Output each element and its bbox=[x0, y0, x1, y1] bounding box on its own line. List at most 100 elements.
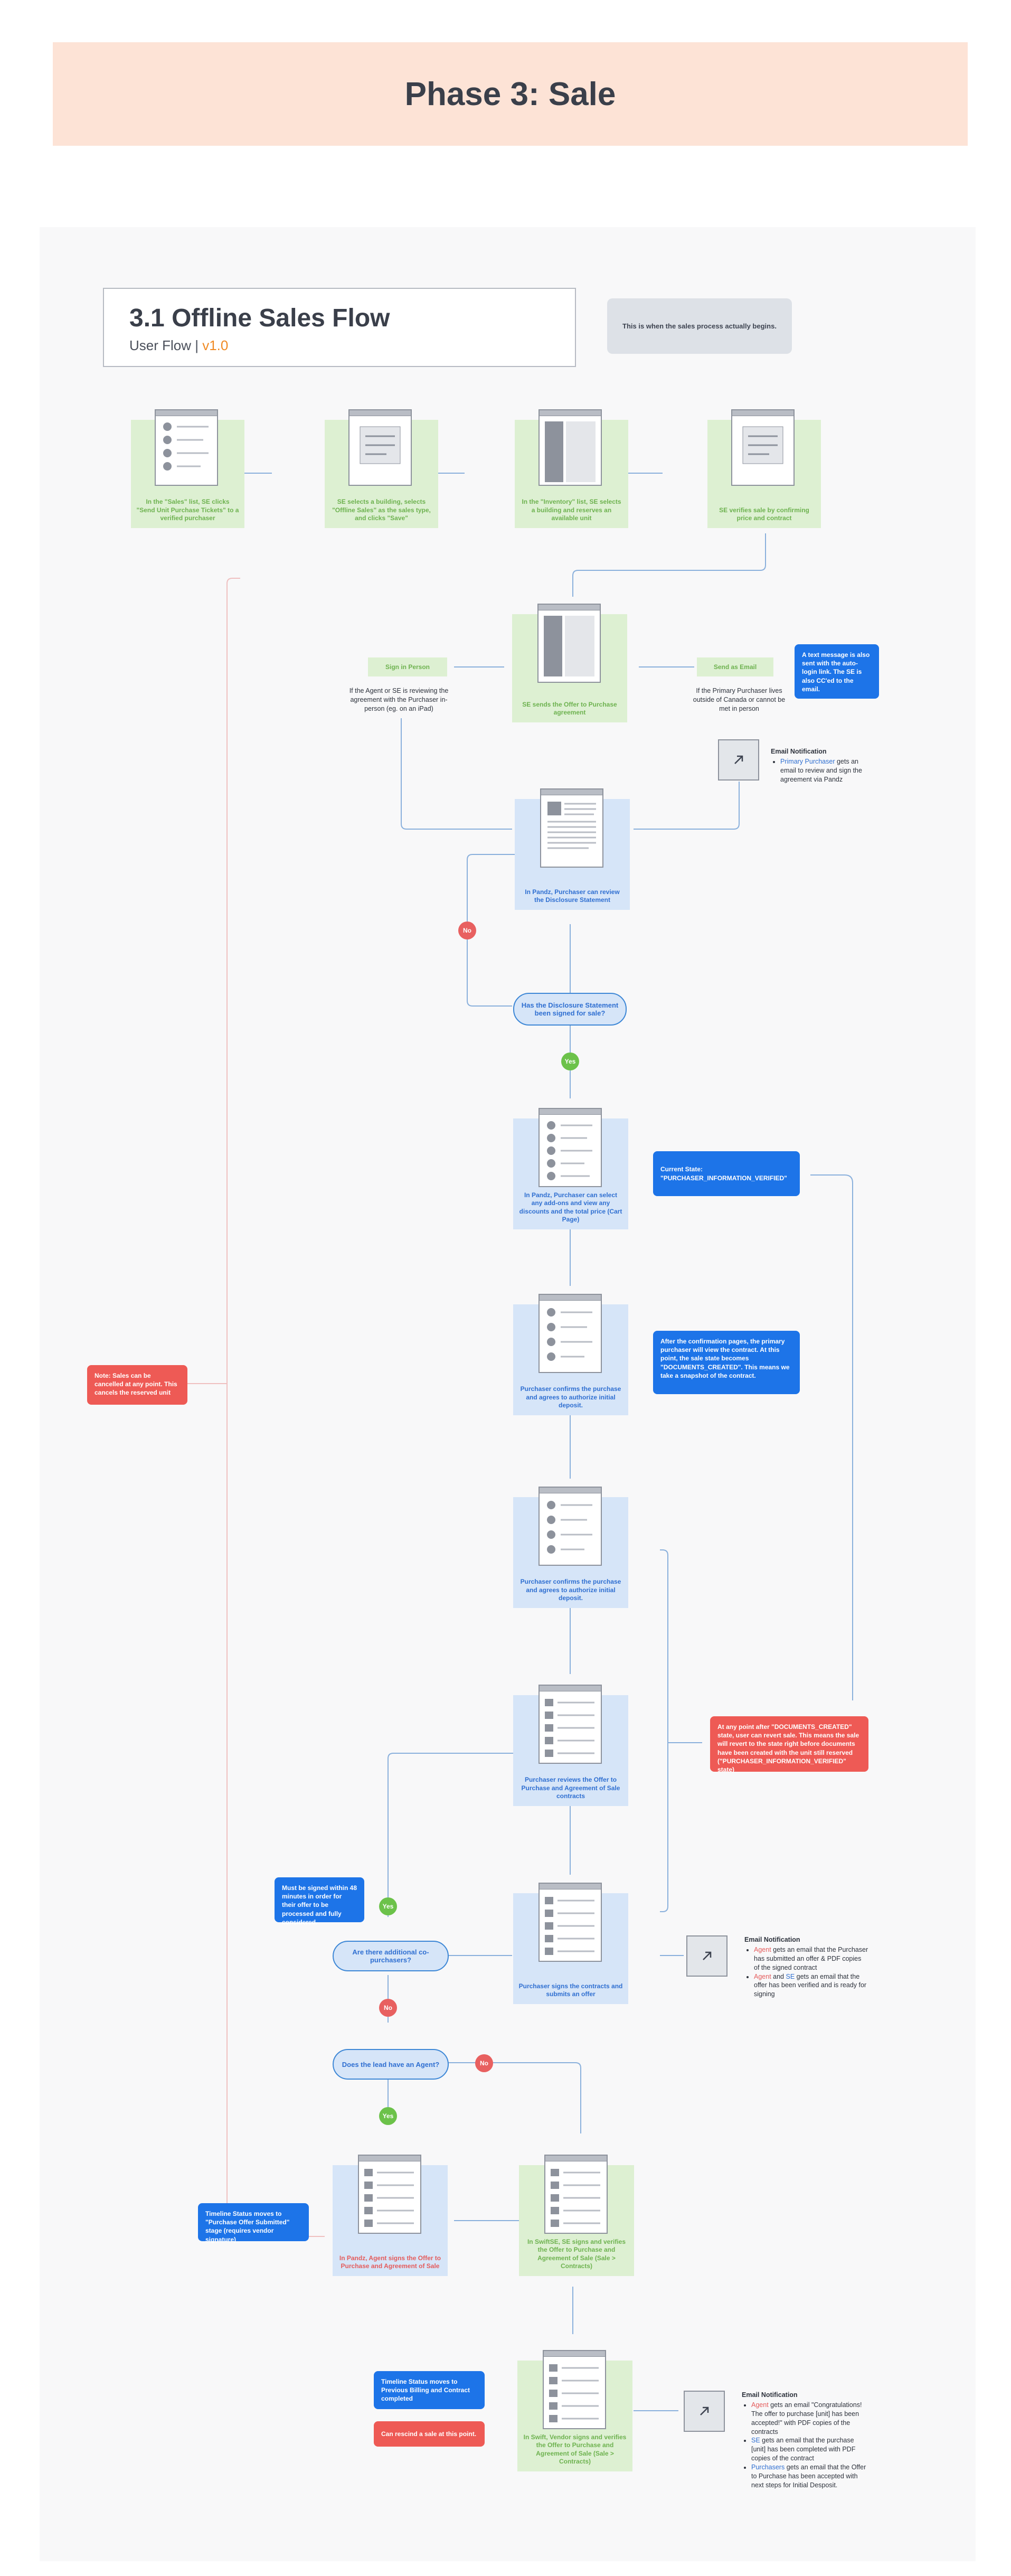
step-se-signs: In SwiftSE, SE signs and verifies the Of… bbox=[519, 2155, 634, 2276]
no-badge: No bbox=[475, 2054, 493, 2072]
no-badge: No bbox=[379, 1999, 397, 2017]
step-select-building: SE selects a building, selects "Offline … bbox=[325, 409, 438, 528]
screen-icon bbox=[538, 1685, 602, 1764]
step-label: In Pandz, Purchaser can select any add-o… bbox=[519, 1191, 622, 1224]
external-link-icon bbox=[703, 1951, 712, 1960]
screen-icon bbox=[540, 788, 603, 868]
split-view-icon bbox=[544, 616, 594, 676]
signed-48-callout: Must be signed within 48 minutes in orde… bbox=[275, 1877, 364, 1926]
external-link-icon bbox=[700, 2406, 709, 2415]
list-icon bbox=[547, 1501, 592, 1554]
role-label: Agent bbox=[754, 1945, 771, 1953]
contract-list-icon bbox=[551, 2169, 600, 2227]
confirmation-callout: After the confirmation pages, the primar… bbox=[653, 1331, 800, 1394]
contract-list-icon bbox=[549, 2364, 599, 2422]
version-label: v1.0 bbox=[202, 337, 229, 353]
step-sign-contracts: Purchaser signs the contracts and submit… bbox=[513, 1883, 628, 2004]
screen-icon bbox=[731, 409, 795, 486]
screen-icon bbox=[348, 409, 412, 486]
email-notification-box bbox=[684, 2391, 725, 2432]
role-label: SE bbox=[751, 2437, 760, 2445]
contract-list-icon bbox=[545, 1699, 594, 1757]
step-vendor-signs: In Swift, Vendor signs and verifies the … bbox=[517, 2350, 632, 2471]
document-icon bbox=[547, 802, 596, 849]
step-review-contracts: Purchaser reviews the Offer to Purchase … bbox=[513, 1685, 628, 1806]
notification-text: gets an email that the purchase [unit] h… bbox=[751, 2437, 856, 2462]
current-state-callout: Current State: "PURCHASER_INFORMATION_VE… bbox=[653, 1151, 800, 1196]
notification-title: Email Notification bbox=[742, 2391, 798, 2399]
email-notification-3: Email Notification Agent gets an email "… bbox=[742, 2391, 868, 2490]
timeline-contract-callout: Timeline Status moves to Previous Billin… bbox=[374, 2371, 485, 2409]
notification-text: gets an email that the offer has been ve… bbox=[754, 1972, 867, 1998]
screen-icon bbox=[538, 409, 602, 486]
screen-icon bbox=[544, 2155, 608, 2234]
notification-text: gets an email to review and sign the agr… bbox=[780, 757, 862, 783]
screen-icon bbox=[358, 2155, 421, 2234]
yes-badge: Yes bbox=[379, 2107, 397, 2125]
step-label: In Swift, Vendor signs and verifies the … bbox=[523, 2433, 627, 2466]
no-badge: No bbox=[458, 922, 476, 939]
split-view-icon bbox=[545, 421, 596, 482]
step-agent-signs: In Pandz, Agent signs the Offer to Purch… bbox=[333, 2155, 448, 2276]
form-icon bbox=[360, 426, 401, 464]
email-notification-2: Email Notification Agent gets an email t… bbox=[744, 1935, 868, 1999]
step-send-tickets: In the "Sales" list, SE clicks "Send Uni… bbox=[131, 409, 244, 528]
contract-list-icon bbox=[545, 1897, 594, 1955]
step-label: In the "Sales" list, SE clicks "Send Uni… bbox=[136, 498, 239, 522]
screen-icon bbox=[538, 1487, 602, 1566]
cancel-note-callout: Note: Sales can be cancelled at any poin… bbox=[87, 1365, 187, 1405]
step-label: In Pandz, Agent signs the Offer to Purch… bbox=[339, 2254, 441, 2270]
step-label: Purchaser reviews the Offer to Purchase … bbox=[521, 1776, 620, 1800]
step-label: SE verifies sale by confirming price and… bbox=[719, 506, 809, 522]
notification-text: gets an email that the Offer to Purchase… bbox=[751, 2464, 866, 2489]
yes-badge: Yes bbox=[379, 1897, 397, 1915]
flow-heading: 3.1 Offline Sales Flow bbox=[129, 304, 390, 332]
step-label: In SwiftSE, SE signs and verifies the Of… bbox=[527, 2237, 626, 2270]
screen-icon bbox=[543, 2350, 606, 2429]
email-notification-box bbox=[718, 739, 759, 781]
page-title: Phase 3: Sale bbox=[404, 76, 616, 112]
flow-title-box: 3.1 Offline Sales Flow User Flow | v1.0 bbox=[103, 288, 576, 367]
step-send-offer: SE sends the Offer to Purchase agreement bbox=[512, 604, 627, 722]
notification-text: gets an email that the Purchaser has sub… bbox=[754, 1945, 868, 1971]
decision-has-agent: Does the lead have an Agent? bbox=[333, 2049, 449, 2080]
step-confirm-purchase-2: Purchaser confirms the purchase and agre… bbox=[513, 1487, 628, 1608]
external-link-icon bbox=[734, 755, 743, 764]
step-cart-page: In Pandz, Purchaser can select any add-o… bbox=[513, 1108, 628, 1229]
notification-text: gets an email "Congratulations! The offe… bbox=[751, 2401, 862, 2436]
email-notification-box bbox=[686, 1935, 727, 1977]
notification-title: Email Notification bbox=[744, 1936, 800, 1943]
step-label: Purchaser confirms the purchase and agre… bbox=[520, 1385, 621, 1409]
step-label: Purchaser signs the contracts and submit… bbox=[518, 1982, 623, 1998]
notification-title: Email Notification bbox=[771, 748, 827, 755]
documents-created-callout: At any point after "DOCUMENTS_CREATED" s… bbox=[710, 1716, 868, 1773]
text-message-callout: A text message is also sent with the aut… bbox=[795, 644, 879, 699]
flow-panel bbox=[40, 227, 976, 2561]
list-icon bbox=[163, 422, 209, 471]
phase-banner: Phase 3: Sale bbox=[53, 42, 968, 146]
step-verify-sale: SE verifies sale by confirming price and… bbox=[707, 409, 821, 528]
flow-subtitle: User Flow | v1.0 bbox=[129, 337, 228, 354]
in-person-text: If the Agent or SE is reviewing the agre… bbox=[349, 687, 449, 712]
screen-icon bbox=[155, 409, 218, 486]
decision-disclosure-signed: Has the Disclosure Statement been signed… bbox=[513, 993, 627, 1026]
list-icon bbox=[547, 1121, 592, 1180]
intro-note: This is when the sales process actually … bbox=[607, 298, 792, 354]
rescind-callout: Can rescind a sale at this point. bbox=[374, 2421, 485, 2447]
step-confirm-purchase-1: Purchaser confirms the purchase and agre… bbox=[513, 1294, 628, 1415]
step-label: SE sends the Offer to Purchase agreement bbox=[522, 700, 617, 717]
role-label: SE bbox=[786, 1972, 795, 1980]
screen-icon bbox=[538, 1883, 602, 1962]
outside-canada-text: If the Primary Purchaser lives outside o… bbox=[693, 687, 786, 712]
decision-additional-copurchasers: Are there additional co-purchasers? bbox=[333, 1941, 449, 1971]
send-as-email-tag: Send as Email bbox=[697, 657, 773, 676]
step-label: In the "Inventory" list, SE selects a bu… bbox=[522, 498, 621, 522]
role-label: Purchasers bbox=[751, 2464, 785, 2471]
email-notification-1: Email Notification Primary Purchaser get… bbox=[771, 747, 871, 784]
screen-icon bbox=[538, 1108, 602, 1187]
step-reserve-unit: In the "Inventory" list, SE selects a bu… bbox=[515, 409, 628, 528]
sign-in-person-tag: Sign in Person bbox=[368, 657, 447, 676]
step-review-disclosure: In Pandz, Purchaser can review the Discl… bbox=[515, 788, 630, 910]
flow-subtitle-text: User Flow | bbox=[129, 337, 203, 353]
